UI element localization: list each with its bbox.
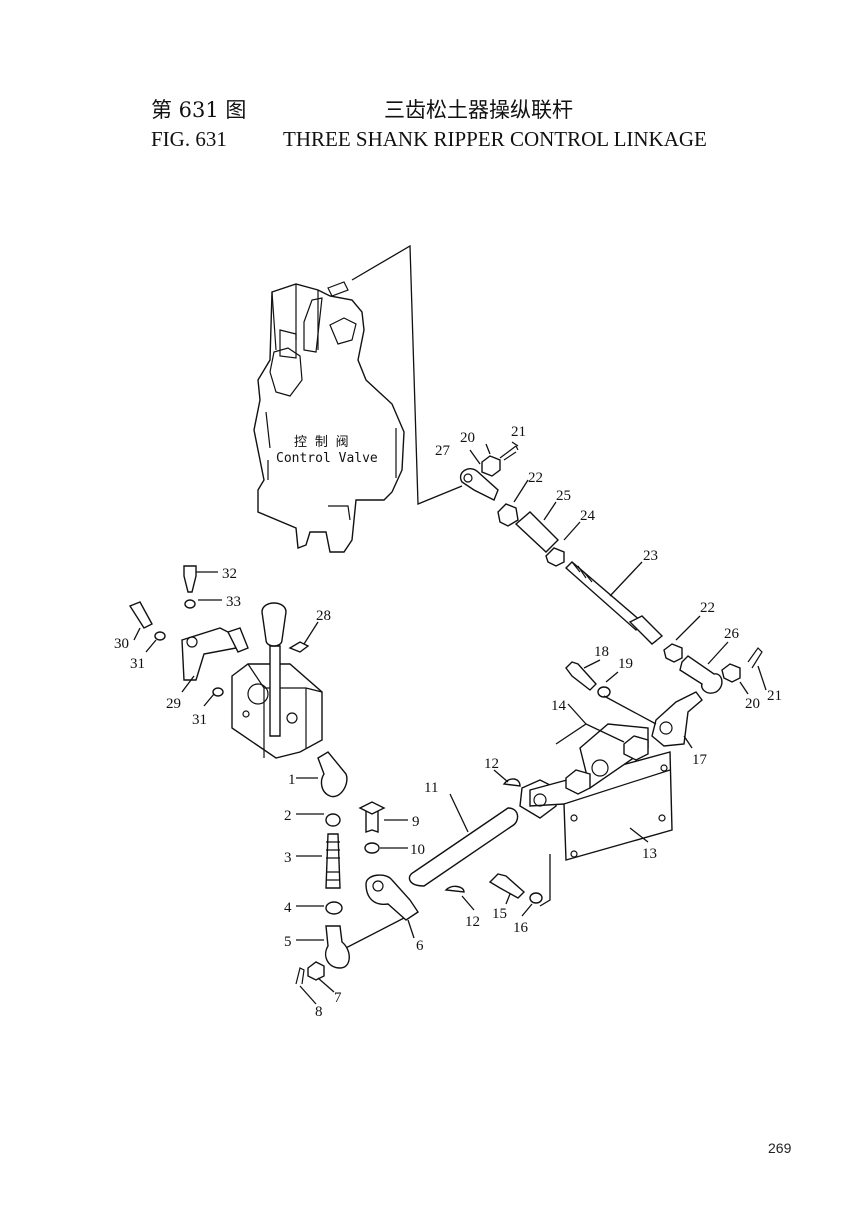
callout-29: 29 (166, 696, 181, 712)
callout-13: 13 (642, 846, 657, 862)
callout-21-lower: 21 (767, 688, 782, 704)
callout-18: 18 (594, 644, 609, 660)
leader-lines (133, 441, 767, 1005)
callout-31-lower: 31 (192, 712, 207, 728)
shaft-11 (408, 778, 521, 893)
valve-connection-line (351, 244, 463, 505)
callout-17: 17 (692, 752, 708, 768)
callout-7: 7 (334, 990, 342, 1006)
callout-31-left: 31 (130, 656, 145, 672)
lever-housing (231, 602, 323, 759)
lever-6 (337, 801, 419, 953)
callout-11: 11 (424, 780, 438, 796)
callout-9: 9 (412, 814, 420, 830)
control-valve-label-en: Control Valve (276, 451, 378, 466)
bolt-15 (488, 873, 543, 904)
callouts: 1 2 3 4 5 6 7 8 9 10 11 12 12 13 14 15 1… (114, 424, 782, 1020)
callout-4: 4 (284, 900, 292, 916)
callout-15: 15 (492, 906, 507, 922)
callout-22-upper: 22 (528, 470, 543, 486)
callout-10: 10 (410, 842, 425, 858)
callout-3: 3 (284, 850, 292, 866)
callout-26: 26 (724, 626, 740, 642)
callout-1: 1 (288, 772, 296, 788)
callout-19: 19 (618, 656, 633, 672)
lever-17 (565, 661, 703, 747)
figure-number-en: FIG. 631 (151, 127, 227, 151)
callout-33: 33 (226, 594, 241, 610)
callout-5: 5 (284, 934, 292, 950)
left-rod-assembly (295, 751, 350, 985)
callout-25: 25 (556, 488, 571, 504)
callout-20-lower: 20 (745, 696, 760, 712)
callout-21-upper: 21 (511, 424, 526, 440)
control-valve: 控 制 阀 Control Valve (253, 281, 405, 553)
callout-20-upper: 20 (460, 430, 475, 446)
callout-27: 27 (435, 443, 451, 459)
bracket-leader (539, 854, 551, 907)
callout-8: 8 (315, 1004, 323, 1020)
callout-12-lower: 12 (465, 914, 480, 930)
figure-title-en: THREE SHANK RIPPER CONTROL LINKAGE (283, 127, 707, 151)
page-number: 269 (768, 1140, 792, 1156)
callout-23: 23 (643, 548, 658, 564)
clamp-29 (128, 565, 249, 697)
bracket-assembly (519, 723, 673, 907)
callout-24: 24 (580, 508, 596, 524)
callout-22-lower: 22 (700, 600, 715, 616)
control-valve-label-cn: 控 制 阀 (294, 435, 349, 450)
callout-12-upper: 12 (484, 756, 499, 772)
upper-rod-assembly (459, 445, 763, 694)
callout-32: 32 (222, 566, 237, 582)
callout-28: 28 (316, 608, 331, 624)
figure-title-cn: 三齿松土器操纵联杆 (384, 98, 573, 122)
figure-number-cn: 第 631 图 (151, 98, 247, 122)
callout-6: 6 (416, 938, 424, 954)
callout-14: 14 (551, 698, 567, 714)
callout-30: 30 (114, 636, 129, 652)
callout-2: 2 (284, 808, 292, 824)
callout-16: 16 (513, 920, 529, 936)
